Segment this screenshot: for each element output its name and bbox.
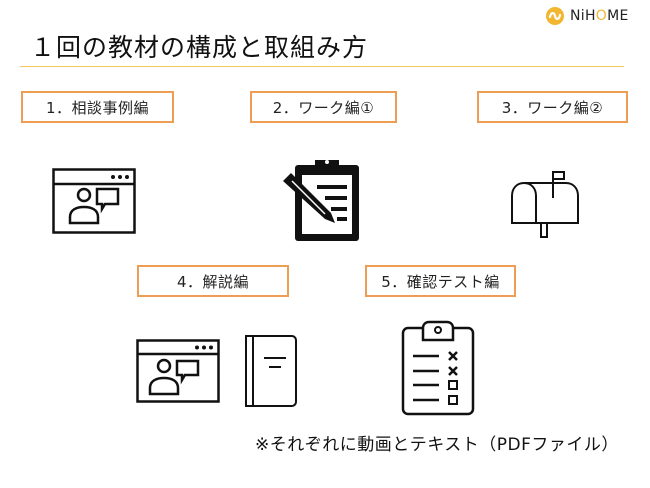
checklist-clipboard-icon <box>401 320 475 416</box>
section-5-label: 5．確認テスト編 <box>365 265 516 297</box>
video-chat-icon <box>136 339 220 403</box>
section-2-label: 2．ワーク編① <box>250 91 397 123</box>
title-divider <box>20 66 624 67</box>
clipboard-pencil-icon <box>283 160 359 241</box>
mailbox-icon <box>511 171 579 238</box>
video-chat-icon <box>52 168 136 234</box>
section-3-label: 3．ワーク編② <box>477 91 628 123</box>
page-title: １回の教材の構成と取組み方 <box>30 33 369 62</box>
logo-text: NiHOME <box>570 8 629 24</box>
section-4-label: 4．解説編 <box>137 265 289 297</box>
logo-wave-icon <box>546 7 564 25</box>
book-icon <box>245 335 297 407</box>
footnote: ※それぞれに動画とテキスト（PDFファイル） <box>255 435 619 455</box>
nihome-logo: NiHOME <box>546 5 629 27</box>
section-1-label: 1．相談事例編 <box>21 91 174 123</box>
